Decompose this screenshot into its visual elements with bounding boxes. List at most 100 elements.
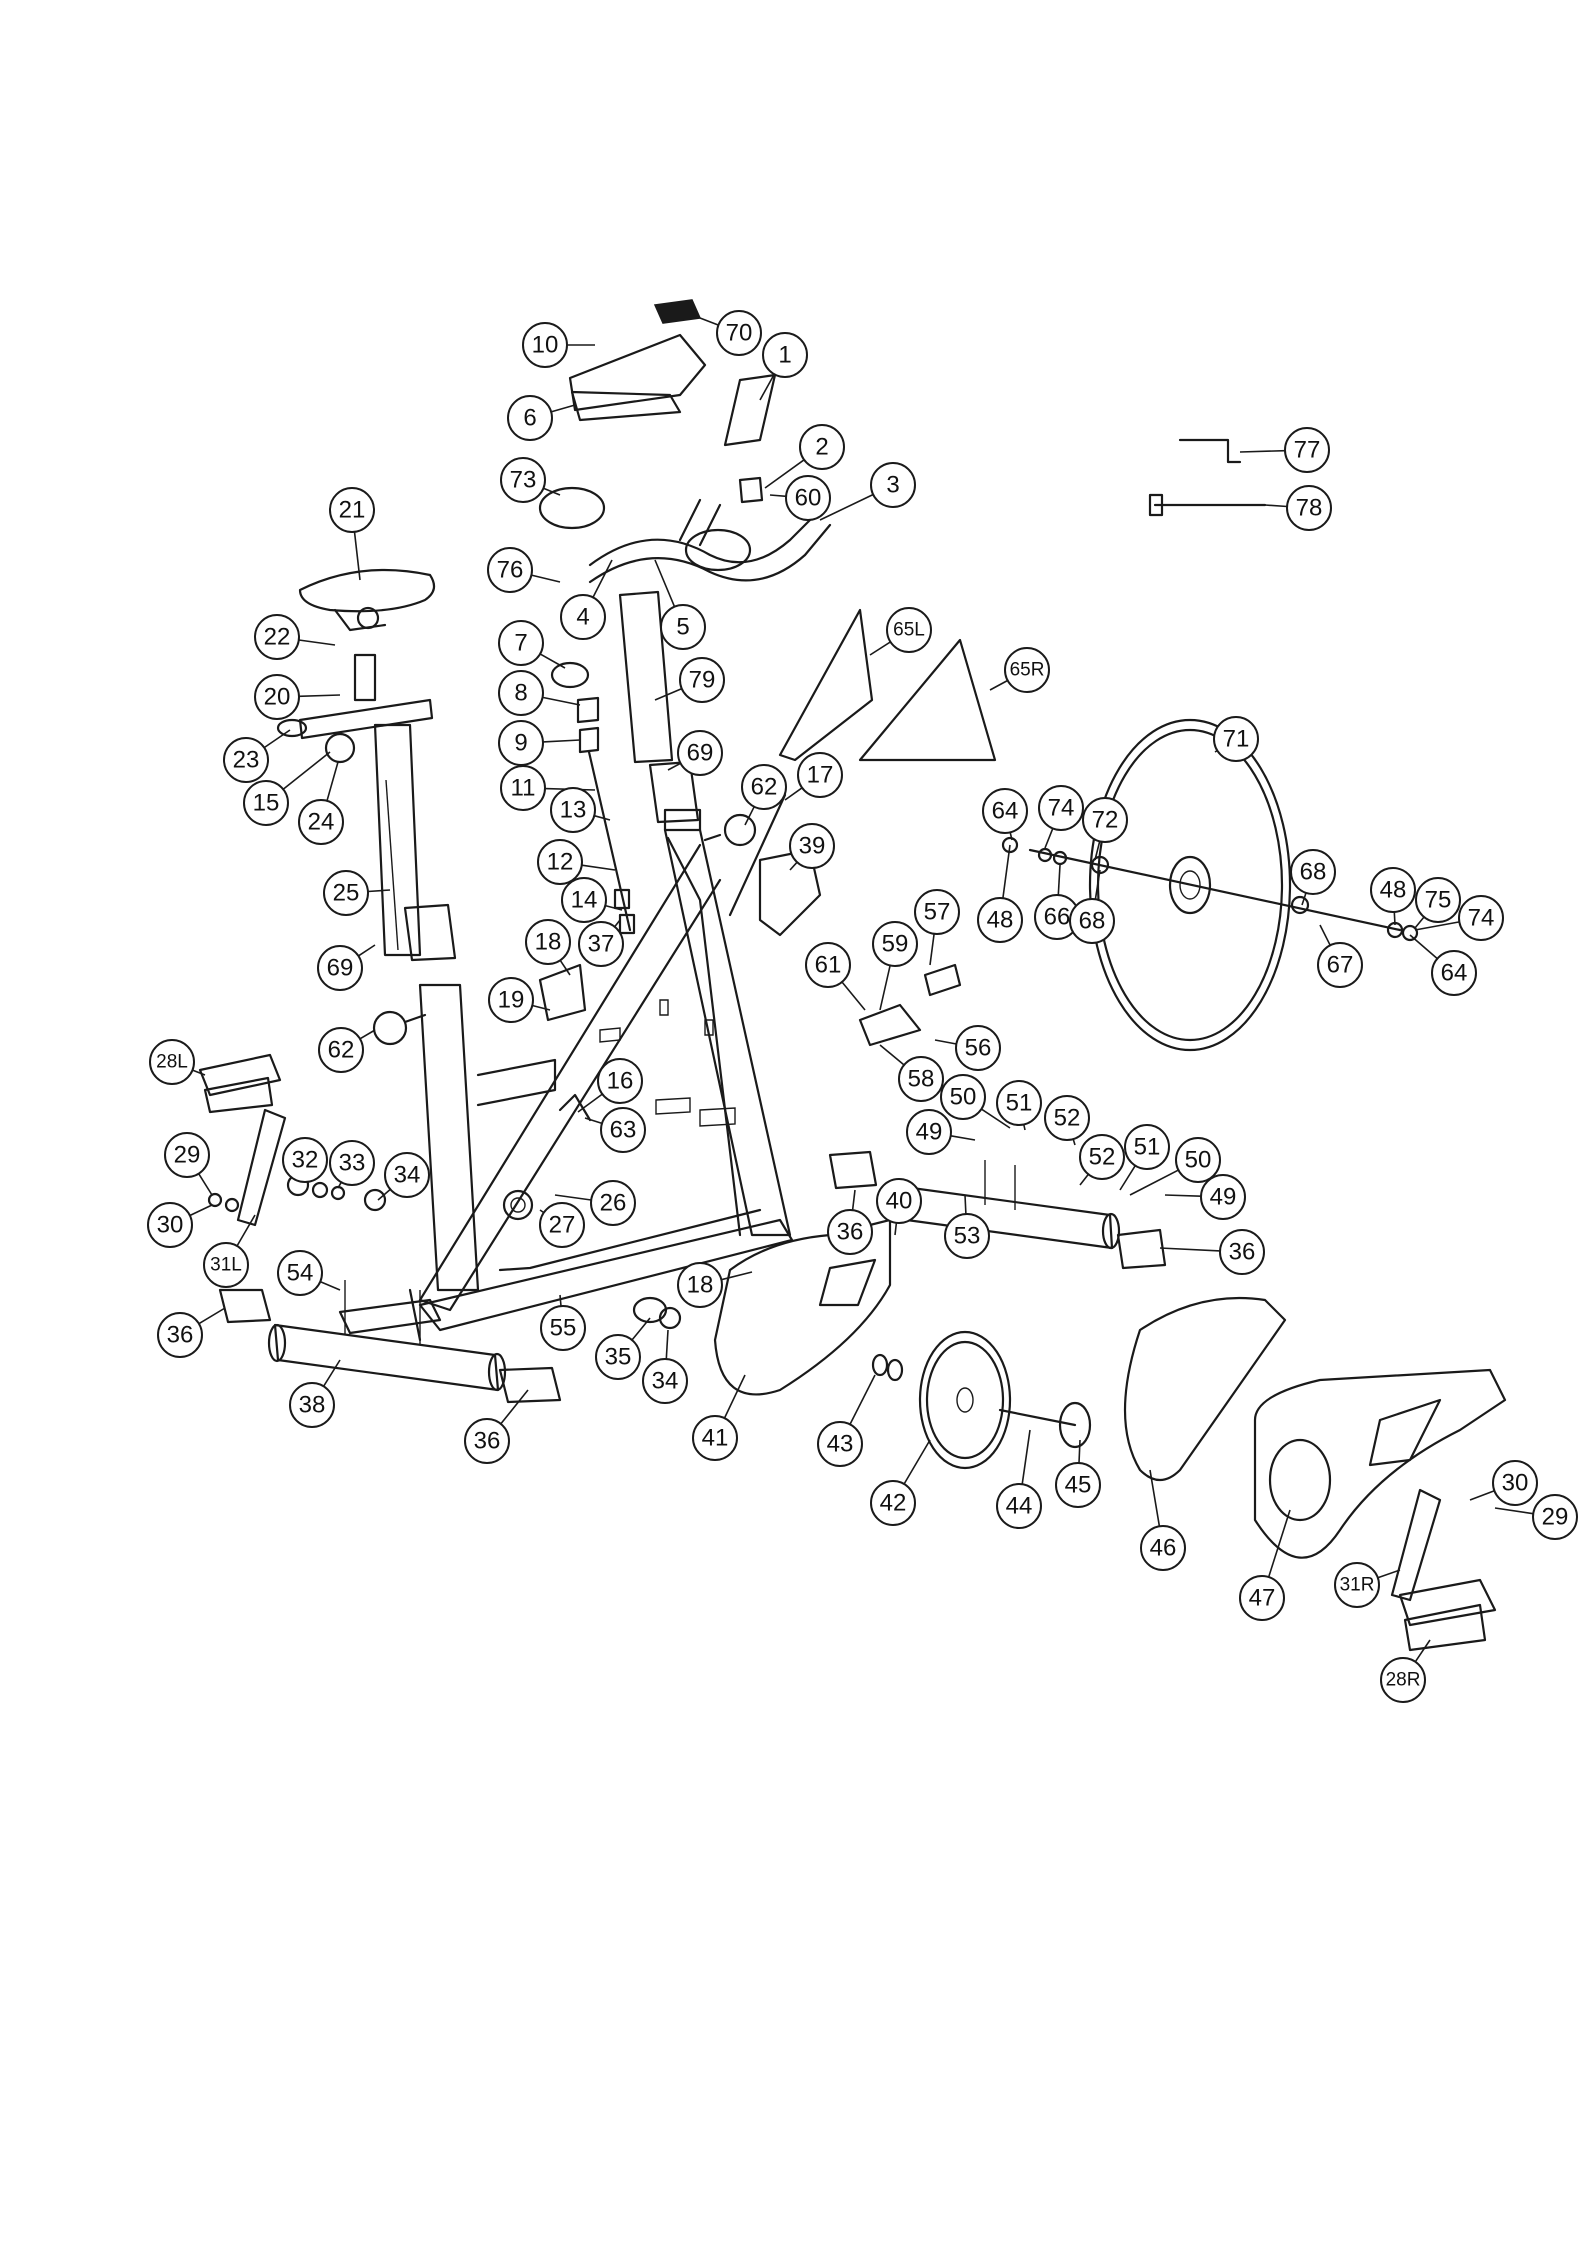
callout-number: 28L xyxy=(156,1052,188,1073)
callout-leader xyxy=(531,575,560,582)
callout-number: 11 xyxy=(511,775,536,802)
callout-39: 39 xyxy=(790,824,834,870)
callout-number: 46 xyxy=(1150,1535,1177,1562)
callout-20: 20 xyxy=(255,675,340,719)
callout-51: 51 xyxy=(997,1081,1041,1130)
callout-number: 36 xyxy=(1229,1239,1256,1266)
callout-73: 73 xyxy=(501,458,560,502)
callout-number: 48 xyxy=(987,907,1014,934)
callout-leader xyxy=(299,695,340,696)
callout-23: 23 xyxy=(224,730,290,782)
callout-leader xyxy=(560,1295,561,1306)
callout-6: 6 xyxy=(508,396,575,440)
callout-36: 36 xyxy=(158,1308,225,1357)
callout-leader xyxy=(853,1190,855,1210)
callout-number: 53 xyxy=(954,1223,981,1250)
callout-41: 41 xyxy=(693,1375,745,1460)
callout-leader xyxy=(1495,1508,1533,1514)
callout-69: 69 xyxy=(318,945,375,990)
callout-62: 62 xyxy=(319,1028,375,1072)
callout-number: 21 xyxy=(339,497,366,524)
callout-number: 55 xyxy=(550,1315,577,1342)
callout-54: 54 xyxy=(278,1251,340,1295)
callout-number: 60 xyxy=(795,485,822,512)
callout-leader xyxy=(551,405,575,412)
callout-number: 24 xyxy=(308,809,335,836)
callout-9: 9 xyxy=(499,721,580,765)
callout-leader xyxy=(700,318,719,325)
callout-leader xyxy=(895,1223,896,1235)
callout-number: 79 xyxy=(689,667,716,694)
callout-47: 47 xyxy=(1240,1510,1290,1620)
callout-leader xyxy=(666,1330,668,1359)
outer-cover-disc xyxy=(1270,1440,1330,1520)
callout-leader xyxy=(360,1030,375,1039)
callout-number: 78 xyxy=(1296,495,1323,522)
inner-cover-window xyxy=(820,1260,875,1305)
tablet-pad xyxy=(655,300,700,323)
callout-number: 39 xyxy=(799,833,826,860)
callout-number: 70 xyxy=(726,320,753,347)
callout-62: 62 xyxy=(742,765,786,825)
callout-53: 53 xyxy=(945,1195,989,1258)
callout-leader xyxy=(1269,1510,1290,1577)
callout-leader xyxy=(1058,865,1060,895)
callout-27: 27 xyxy=(540,1203,584,1247)
callout-leader xyxy=(264,730,290,748)
callout-leader xyxy=(1415,1640,1430,1662)
callout-71: 71 xyxy=(1214,717,1258,761)
callout-13: 13 xyxy=(551,788,610,832)
callout-leader xyxy=(582,865,615,870)
callout-number: 73 xyxy=(510,467,537,494)
callout-77: 77 xyxy=(1240,428,1329,472)
callout-30: 30 xyxy=(1470,1461,1537,1505)
callout-number: 16 xyxy=(607,1068,634,1095)
callout-leader xyxy=(785,788,802,800)
callout-22: 22 xyxy=(255,615,335,659)
callout-number: 27 xyxy=(549,1212,576,1239)
callout-number: 2 xyxy=(815,434,828,461)
frame-bracket xyxy=(540,965,585,1020)
right-crank xyxy=(1392,1490,1440,1600)
callout-leader xyxy=(1130,1170,1178,1195)
callout-number: 18 xyxy=(535,929,562,956)
callout-number: 52 xyxy=(1089,1144,1116,1171)
callout-leader xyxy=(655,689,682,700)
callout-36: 36 xyxy=(1160,1230,1264,1274)
callout-number: 3 xyxy=(886,472,899,499)
callout-67: 67 xyxy=(1318,925,1362,987)
callout-number: 17 xyxy=(807,762,834,789)
callout-number: 63 xyxy=(610,1117,637,1144)
callout-number: 49 xyxy=(1210,1184,1237,1211)
callout-number: 36 xyxy=(167,1322,194,1349)
callout-36: 36 xyxy=(828,1190,872,1254)
callout-52: 52 xyxy=(1080,1135,1124,1185)
callout-leader xyxy=(578,1094,602,1112)
callout-number: 51 xyxy=(1006,1090,1033,1117)
callout-leader xyxy=(1080,1174,1088,1185)
right-pedal-body xyxy=(1405,1605,1485,1650)
callout-31l: 31L xyxy=(204,1215,255,1287)
callout-3: 3 xyxy=(820,463,915,520)
callout-number: 64 xyxy=(1441,960,1468,987)
callout-number: 7 xyxy=(514,630,527,657)
callout-14: 14 xyxy=(562,878,622,922)
callout-64: 64 xyxy=(983,789,1027,840)
callout-65l: 65L xyxy=(870,608,931,655)
callout-leader xyxy=(199,1308,225,1324)
callout-number: 62 xyxy=(751,774,778,801)
callout-32: 32 xyxy=(283,1138,327,1182)
callout-leader xyxy=(543,697,580,705)
callout-number: 38 xyxy=(299,1392,326,1419)
callout-number: 36 xyxy=(837,1219,864,1246)
callout-number: 34 xyxy=(394,1162,421,1189)
callout-number: 47 xyxy=(1249,1585,1276,1612)
callout-number: 18 xyxy=(687,1272,714,1299)
rear-knob xyxy=(374,1012,425,1044)
callout-leader xyxy=(930,934,934,965)
tablet-holder-base xyxy=(572,392,680,420)
callout-leader xyxy=(555,1195,591,1200)
callout-number: 52 xyxy=(1054,1105,1081,1132)
callout-number: 69 xyxy=(687,740,714,767)
